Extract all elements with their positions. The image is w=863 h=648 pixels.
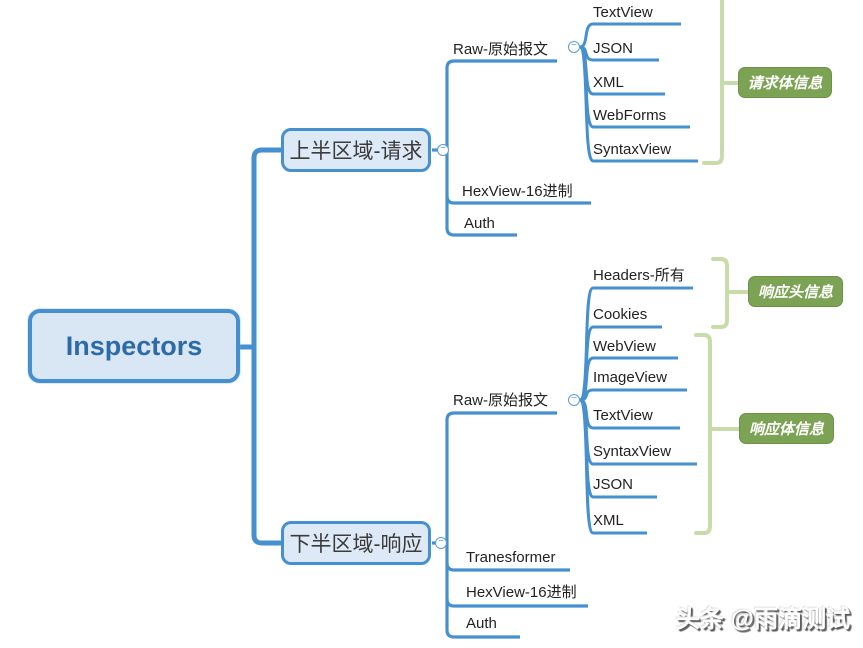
topic-req-hexview[interactable]: HexView-16进制: [462, 183, 573, 200]
topic-req-syntaxview[interactable]: SyntaxView: [593, 141, 672, 158]
topic-resp-json[interactable]: JSON: [593, 476, 634, 493]
topic-resp-xml[interactable]: XML: [593, 512, 624, 529]
collapse-toggle-request-raw-icon[interactable]: −: [568, 41, 580, 53]
topic-resp-syntaxview[interactable]: SyntaxView: [593, 443, 672, 460]
topic-resp-textview[interactable]: TextView: [593, 407, 653, 424]
topic-resp-transformer[interactable]: Tranesformer: [466, 549, 556, 566]
collapse-toggle-response-raw-icon[interactable]: −: [568, 394, 580, 406]
callout-request-body-info[interactable]: 请求体信息: [738, 67, 832, 98]
callout-response-header-info[interactable]: 响应头信息: [748, 276, 843, 307]
topic-request-raw[interactable]: Raw-原始报文: [453, 41, 549, 58]
topic-resp-cookies[interactable]: Cookies: [593, 306, 648, 323]
branch-node-response[interactable]: 下半区域-响应: [281, 521, 431, 565]
topic-req-auth[interactable]: Auth: [464, 215, 495, 232]
watermark-toutiao: 头条 @雨滴测试: [676, 606, 851, 633]
callout-response-body-info[interactable]: 响应体信息: [739, 413, 834, 444]
root-trunk-connector: [237, 147, 284, 546]
response-raw-children-connectors: [578, 286, 697, 535]
branch-node-request[interactable]: 上半区域-请求: [281, 128, 431, 172]
bracket-request-body: [702, 0, 724, 165]
topic-req-json[interactable]: JSON: [593, 40, 634, 57]
collapse-toggle-request-icon[interactable]: −: [437, 144, 449, 156]
bracket-response-header: [711, 257, 729, 329]
collapse-toggle-response-icon[interactable]: −: [435, 537, 447, 549]
topic-req-textview[interactable]: TextView: [593, 4, 653, 21]
group-brackets: [694, 0, 750, 535]
topic-resp-headers[interactable]: Headers-所有: [593, 267, 685, 284]
root-node-inspectors[interactable]: Inspectors: [28, 309, 240, 383]
bracket-response-body: [694, 333, 712, 535]
response-branch-connectors: [432, 411, 588, 639]
topic-response-raw[interactable]: Raw-原始报文: [453, 392, 549, 409]
topic-resp-auth[interactable]: Auth: [466, 615, 497, 632]
request-branch-connectors: [432, 59, 591, 237]
request-raw-children-connectors: [578, 22, 698, 163]
topic-resp-webview[interactable]: WebView: [593, 338, 656, 355]
topic-resp-imageview[interactable]: ImageView: [593, 369, 667, 386]
topic-resp-hexview[interactable]: HexView-16进制: [466, 584, 577, 601]
topic-req-webforms[interactable]: WebForms: [593, 107, 667, 124]
topic-req-xml[interactable]: XML: [593, 74, 624, 91]
